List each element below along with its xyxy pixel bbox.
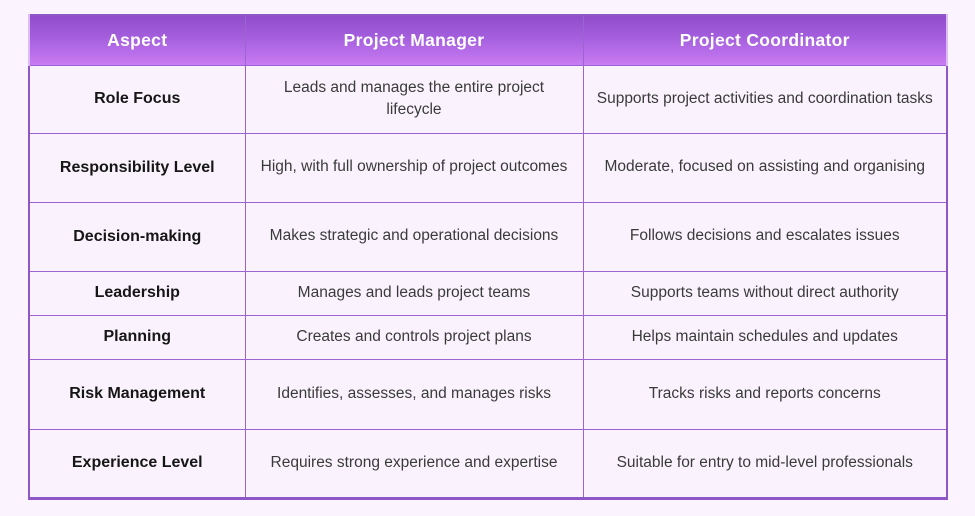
coordinator-cell: Suitable for entry to mid-level professi… bbox=[582, 428, 948, 499]
coordinator-cell: Supports project activities and coordina… bbox=[582, 64, 948, 134]
aspect-cell: Experience Level bbox=[28, 428, 246, 499]
aspect-cell: Responsibility Level bbox=[28, 132, 246, 203]
aspect-cell: Decision-making bbox=[28, 201, 246, 272]
manager-cell: Makes strategic and operational decision… bbox=[244, 201, 584, 272]
comparison-table: Aspect Project Manager Project Coordinat… bbox=[28, 14, 948, 500]
column-header-project-manager: Project Manager bbox=[244, 14, 584, 66]
coordinator-cell: Tracks risks and reports concerns bbox=[582, 358, 948, 430]
table-row-planning: Planning Creates and controls project pl… bbox=[28, 314, 948, 360]
column-header-aspect: Aspect bbox=[28, 14, 246, 66]
manager-cell: Manages and leads project teams bbox=[244, 270, 584, 316]
aspect-cell: Role Focus bbox=[28, 64, 246, 134]
coordinator-cell: Supports teams without direct authority bbox=[582, 270, 948, 316]
manager-cell: Identifies, assesses, and manages risks bbox=[244, 358, 584, 430]
table-row-decision-making: Decision-making Makes strategic and oper… bbox=[28, 201, 948, 272]
manager-cell: High, with full ownership of project out… bbox=[244, 132, 584, 203]
manager-cell: Creates and controls project plans bbox=[244, 314, 584, 360]
coordinator-cell: Moderate, focused on assisting and organ… bbox=[582, 132, 948, 203]
table-row-experience-level: Experience Level Requires strong experie… bbox=[28, 428, 948, 499]
header-row: Aspect Project Manager Project Coordinat… bbox=[28, 14, 948, 66]
manager-cell: Requires strong experience and expertise bbox=[244, 428, 584, 499]
table-row-role-focus: Role Focus Leads and manages the entire … bbox=[28, 64, 948, 134]
aspect-cell: Risk Management bbox=[28, 358, 246, 430]
aspect-cell: Leadership bbox=[28, 270, 246, 316]
coordinator-cell: Helps maintain schedules and updates bbox=[582, 314, 948, 360]
table-row-risk-management: Risk Management Identifies, assesses, an… bbox=[28, 358, 948, 430]
aspect-cell: Planning bbox=[28, 314, 246, 360]
table-row-responsibility-level: Responsibility Level High, with full own… bbox=[28, 132, 948, 203]
column-header-project-coordinator: Project Coordinator bbox=[582, 14, 948, 66]
manager-cell: Leads and manages the entire project lif… bbox=[244, 64, 584, 134]
coordinator-cell: Follows decisions and escalates issues bbox=[582, 201, 948, 272]
table-row-leadership: Leadership Manages and leads project tea… bbox=[28, 270, 948, 316]
